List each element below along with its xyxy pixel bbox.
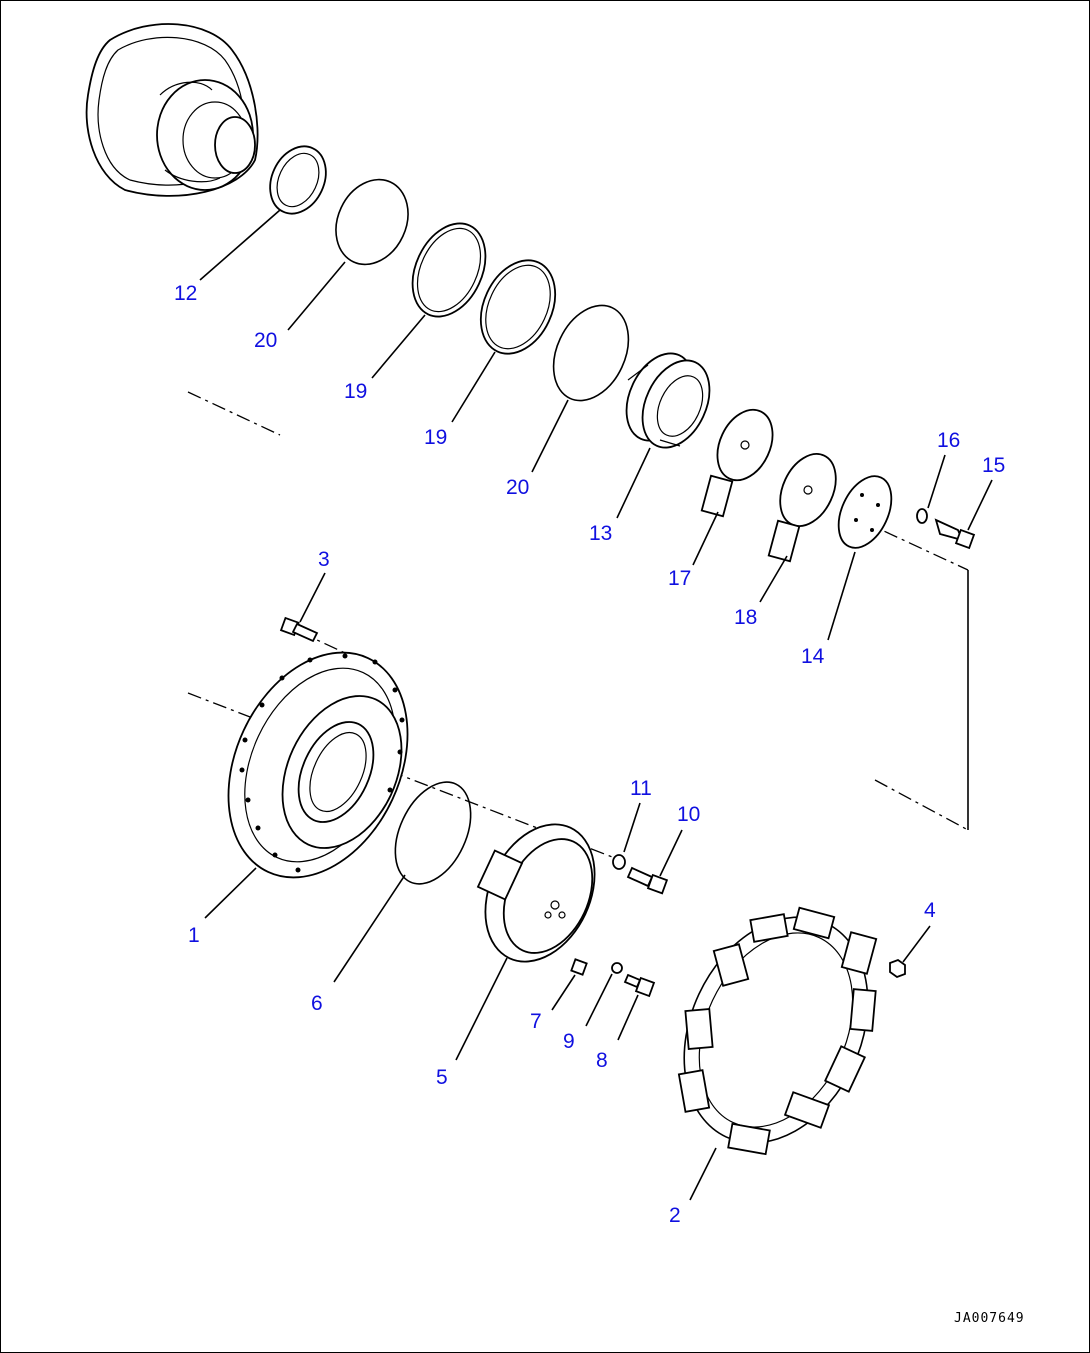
callout-20-lower: 20 bbox=[506, 476, 529, 499]
callout-7: 7 bbox=[530, 1010, 542, 1033]
part-13-bearing bbox=[625, 352, 711, 449]
part-8-plug bbox=[623, 973, 656, 998]
part-4-nut bbox=[889, 958, 906, 979]
leader-lines bbox=[199, 209, 993, 1201]
part-19-ring-a bbox=[411, 222, 487, 318]
callout-13: 13 bbox=[589, 522, 612, 545]
part-19-ring-b bbox=[479, 259, 557, 355]
callout-20-upper: 20 bbox=[254, 329, 277, 352]
part-7-plug bbox=[570, 958, 588, 976]
callout-11: 11 bbox=[630, 777, 652, 800]
part-11-washer bbox=[612, 854, 626, 870]
callout-18: 18 bbox=[734, 606, 757, 629]
callout-10: 10 bbox=[677, 803, 700, 826]
part-5-carrier bbox=[476, 823, 596, 963]
callout-8: 8 bbox=[596, 1049, 608, 1072]
callout-12: 12 bbox=[174, 282, 197, 305]
part-3-bolt bbox=[279, 616, 319, 643]
part-18-shim bbox=[767, 453, 837, 563]
callout-9: 9 bbox=[563, 1030, 575, 1053]
callout-6: 6 bbox=[311, 992, 323, 1015]
part-10-bolt bbox=[626, 866, 669, 895]
part-9-o-ring bbox=[611, 962, 623, 974]
drawing-code: JA007649 bbox=[954, 1311, 1025, 1326]
part-14-plate bbox=[837, 475, 893, 549]
callout-3: 3 bbox=[318, 548, 330, 571]
callout-15: 15 bbox=[982, 454, 1005, 477]
part-16-washer bbox=[916, 508, 928, 524]
part-20-o-ring-lower bbox=[552, 304, 630, 402]
part-1-hub bbox=[227, 651, 409, 879]
callout-19-b: 19 bbox=[424, 426, 447, 449]
callout-14: 14 bbox=[801, 645, 825, 668]
callout-2: 2 bbox=[669, 1204, 681, 1227]
part-6-o-ring bbox=[394, 781, 472, 885]
callout-16: 16 bbox=[937, 429, 960, 452]
callout-1: 1 bbox=[188, 924, 200, 947]
part-20-o-ring-upper bbox=[335, 178, 409, 266]
callout-labels: 12 20 19 19 20 13 17 18 14 16 15 3 11 10… bbox=[174, 282, 1005, 1227]
part-15-bolt bbox=[934, 518, 976, 550]
callout-17: 17 bbox=[668, 567, 691, 590]
part-12-seal bbox=[269, 145, 327, 215]
part-17-shim bbox=[700, 408, 774, 518]
callout-4: 4 bbox=[924, 899, 936, 922]
callout-19-a: 19 bbox=[344, 380, 367, 403]
housing-part bbox=[85, 23, 259, 197]
part-2-sprocket-ring bbox=[677, 906, 878, 1156]
callout-5: 5 bbox=[436, 1066, 448, 1089]
